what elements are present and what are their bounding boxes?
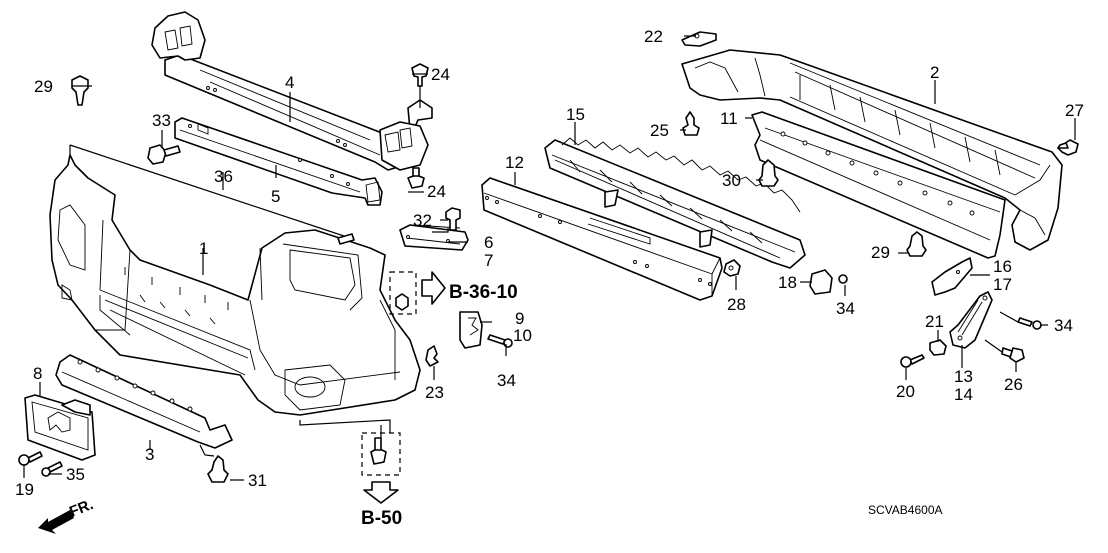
callout-34b[interactable]: 34 (497, 371, 516, 390)
screw-19 (18, 451, 43, 466)
callout-14[interactable]: 14 (954, 385, 973, 404)
callout-3[interactable]: 3 (145, 445, 155, 464)
clip-b36 (395, 293, 409, 311)
callout-6[interactable]: 6 (484, 233, 494, 252)
callout-11[interactable]: 11 (720, 109, 738, 128)
nut-clip-21 (929, 339, 947, 356)
screw-20 (900, 354, 925, 368)
callout-12[interactable]: 12 (505, 153, 524, 172)
nut-28 (723, 259, 741, 277)
clip-31 (207, 455, 229, 483)
reference-b36-10-label[interactable]: B-36-10 (449, 282, 518, 303)
callout-31[interactable]: 31 (248, 471, 267, 490)
callout-22[interactable]: 22 (644, 27, 663, 46)
leader-lines (23, 35, 1076, 481)
reference-b50-label[interactable]: B-50 (361, 508, 403, 529)
rear-absorber[interactable] (544, 137, 806, 269)
callout-23[interactable]: 23 (425, 383, 444, 402)
callout-18[interactable]: 18 (778, 273, 797, 292)
callout-15[interactable]: 15 (566, 105, 585, 124)
callout-8[interactable]: 8 (33, 364, 43, 383)
callout-9[interactable]: 9 (515, 309, 525, 328)
bolt-32 (445, 207, 461, 231)
callout-4[interactable]: 4 (285, 73, 295, 92)
callout-30[interactable]: 30 (722, 171, 741, 190)
bolt-33 (147, 144, 181, 165)
rear-lower-garnish[interactable] (751, 111, 1006, 259)
front-lower-garnish[interactable] (55, 354, 233, 449)
front-bumper-beam[interactable] (151, 11, 433, 171)
callout-24a[interactable]: 24 (431, 65, 450, 84)
rear-bumper-face[interactable] (681, 49, 1063, 251)
license-plate-base[interactable] (24, 394, 96, 461)
callout-29a[interactable]: 29 (34, 77, 53, 96)
bumper-assembly-bracket (69, 144, 355, 245)
callout-21[interactable]: 21 (925, 312, 944, 331)
callout-34a[interactable]: 34 (836, 299, 855, 318)
fasteners (18, 31, 1079, 483)
screw-25 (682, 111, 700, 136)
callout-20[interactable]: 20 (896, 382, 915, 401)
grommet-22 (681, 31, 717, 47)
callout-26[interactable]: 26 (1004, 375, 1023, 394)
reference-b36-10[interactable] (389, 271, 446, 315)
clip-29a (71, 75, 89, 106)
front-direction-arrow (38, 510, 74, 534)
callout-13[interactable]: 13 (954, 367, 973, 386)
side-bracket[interactable] (459, 311, 483, 349)
callout-1[interactable]: 1 (199, 239, 209, 258)
clip-29b (906, 231, 927, 257)
clip-holder[interactable] (809, 269, 833, 295)
callout-28[interactable]: 28 (727, 295, 746, 314)
bolt-b50 (370, 437, 387, 465)
bolt-24a (411, 63, 429, 87)
callout-10[interactable]: 10 (513, 326, 532, 345)
callout-25[interactable]: 25 (650, 121, 669, 140)
rear-bumper-beam[interactable] (481, 177, 723, 301)
screw-34a (838, 274, 848, 284)
callout-27[interactable]: 27 (1065, 101, 1084, 120)
callout-2[interactable]: 2 (930, 63, 940, 82)
callout-35[interactable]: 35 (66, 465, 85, 484)
callout-24b[interactable]: 24 (427, 182, 446, 201)
rear-stay[interactable] (949, 291, 993, 349)
callout-19[interactable]: 19 (15, 480, 34, 499)
callout-29b[interactable]: 29 (871, 243, 890, 262)
bolt-26 (1001, 347, 1025, 363)
bolt-27 (1057, 139, 1079, 156)
clip-30 (758, 159, 779, 187)
front-upper-beam[interactable] (174, 117, 383, 206)
callout-17[interactable]: 17 (993, 275, 1012, 294)
callout-32[interactable]: 32 (413, 211, 432, 230)
screw-34b (487, 334, 513, 348)
diagram-code: SCVAB4600A (868, 503, 943, 517)
bolt-24b (407, 167, 425, 189)
front-bumper-face[interactable] (49, 154, 421, 416)
callout-33[interactable]: 33 (152, 111, 171, 130)
side-spacer[interactable] (399, 224, 469, 251)
callout-7[interactable]: 7 (484, 251, 494, 270)
callout-36[interactable]: 36 (214, 167, 233, 186)
screw-34c (1017, 317, 1042, 330)
screw-23 (425, 345, 439, 367)
callout-5[interactable]: 5 (271, 187, 281, 206)
rear-side-spacer[interactable] (931, 257, 973, 296)
callout-34c[interactable]: 34 (1054, 316, 1073, 335)
callout-16[interactable]: 16 (993, 257, 1012, 276)
